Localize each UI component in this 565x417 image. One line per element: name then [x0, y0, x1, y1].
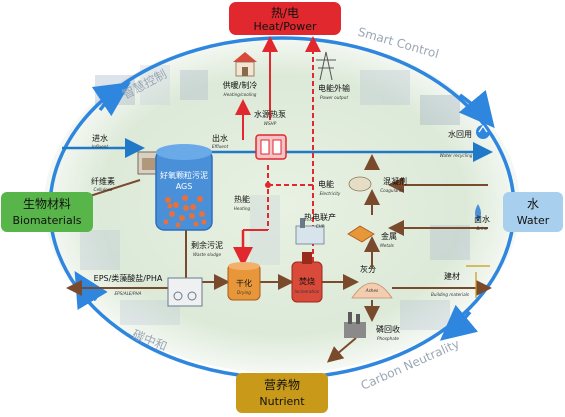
influent-label-en: Influent: [92, 144, 108, 149]
ags-label-en: AGS: [176, 182, 193, 191]
effluent-label-en: Effluent: [212, 144, 229, 149]
water-reuse-label-en: Water recycling: [440, 153, 473, 158]
ring-arrow-top-right: [458, 89, 495, 129]
waste-sludge-label-en: Waste sludge: [193, 252, 222, 257]
influent-label-cn: 进水: [92, 133, 108, 143]
ash-label-en: Ashes: [365, 288, 379, 293]
wshp-label-cn: 水源热泵: [254, 109, 286, 119]
biomaterials-box: 生物材料 Biomaterials: [1, 192, 93, 232]
power-output-label-en: Power output: [320, 95, 348, 100]
ags-label-cn: 好氧颗粒污泥: [160, 170, 208, 180]
electricity-label-cn: 电能: [318, 179, 334, 189]
phosphate-to-nutrient: [326, 337, 357, 363]
ags-reactor-icon: [155, 144, 213, 231]
biomaterials-box-en: Biomaterials: [13, 214, 82, 227]
metal-label-en: Metals: [380, 243, 395, 248]
heat-energy-label-cn: 热能: [234, 194, 250, 204]
heat-power-box: 热/电 Heat/Power: [229, 2, 341, 35]
water-box-cn: 水: [527, 197, 539, 211]
water-reuse-label-cn: 水回用: [448, 129, 472, 139]
metal-label-cn: 金属: [381, 231, 397, 241]
ring-arrow-top-left: [91, 82, 131, 117]
brine-label-en: Brine: [477, 226, 488, 231]
eps-extractor-icon: [167, 277, 203, 307]
chp-label-cn: 热电联产: [304, 212, 336, 222]
city-blocks: [80, 65, 470, 330]
effluent-label-cn: 出水: [212, 133, 228, 143]
building-label-en: Building materials: [431, 292, 470, 297]
water-box-en: Water: [517, 214, 550, 227]
nutrient-box-cn: 营养物: [264, 377, 300, 392]
coagulant-icon: [348, 176, 372, 192]
house-icon: [233, 52, 257, 77]
building-label-cn: 建材: [444, 271, 460, 281]
heating-label-en: Heating/cooling: [224, 92, 257, 97]
crane-icon: [466, 265, 490, 298]
metal-icon: [347, 225, 375, 243]
nutrient-box: 营养物 Nutrient: [236, 373, 328, 413]
wshp-icon: [255, 134, 287, 160]
chp-icon: [295, 218, 325, 245]
eps-label-en: EPS/ALE/PHA: [114, 291, 141, 296]
coagulant-label-cn: 混凝剂: [383, 176, 407, 186]
wshp-label-en: WSHP: [264, 121, 277, 126]
heat-node: [265, 182, 271, 188]
heat-power-box-en: Heat/Power: [253, 20, 317, 33]
electricity-label-en: Electricity: [320, 191, 341, 196]
water-recycling-icon: [476, 124, 490, 139]
drying-label-en: Drying: [237, 290, 251, 295]
heating-label-cn: 供暖/制冷: [223, 80, 258, 90]
heat-power-box-cn: 热/电: [271, 6, 299, 20]
power-output-label-cn: 电能外输: [318, 83, 350, 93]
ring-arrow-bottom-right: [439, 304, 479, 341]
waste-sludge-label-cn: 剩余污泥: [191, 240, 223, 250]
phosphate-label-cn: 磷回收: [376, 324, 400, 334]
incineration-label-en: Incineration: [295, 289, 320, 294]
coagulant-label-en: Coagulants: [380, 188, 404, 193]
ash-icon: [351, 282, 393, 299]
power-tower-icon: [316, 51, 336, 81]
cellulose-label-cn: 纤维素: [91, 176, 115, 186]
heat-energy-label-en: Heating: [234, 206, 251, 211]
cellulose-label-en: Cellulose: [94, 187, 113, 192]
phosphate-label-en: Phosphate: [377, 336, 399, 341]
incineration-label-cn: 焚烧: [299, 276, 315, 286]
incinerator-icon: [291, 252, 323, 303]
factory-icon: [344, 312, 366, 338]
chp-label-en: CHP: [316, 224, 325, 229]
water-box: 水 Water: [503, 192, 563, 232]
ash-label-cn: 灰分: [360, 264, 376, 274]
brine-label-cn: 卤水: [474, 214, 490, 224]
nutrient-box-en: Nutrient: [259, 395, 305, 408]
eps-label-cn: EPS/类藻酸盐/PHA: [94, 273, 163, 283]
brine-icon: [475, 204, 481, 222]
biomaterials-box-cn: 生物材料: [23, 197, 71, 211]
drying-label-cn: 干化: [236, 278, 252, 288]
dryer-icon: [227, 262, 261, 301]
